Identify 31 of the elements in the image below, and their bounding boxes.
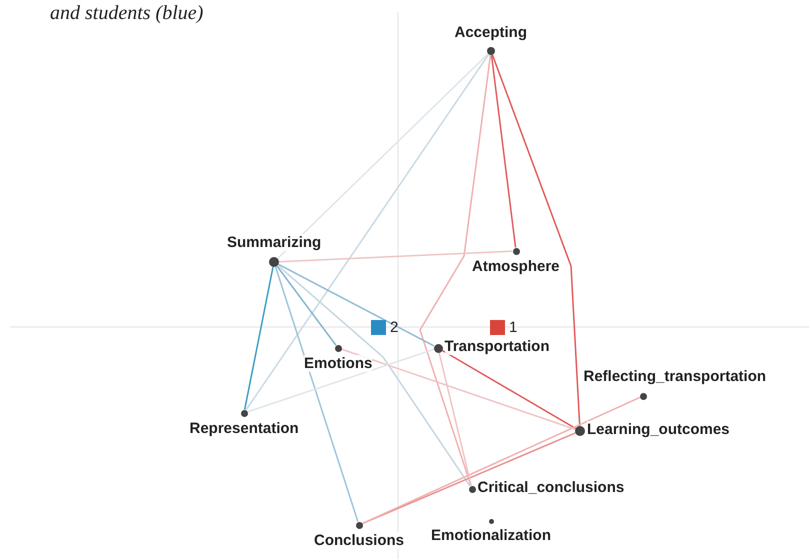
network-line (277, 53, 489, 260)
network-line (244, 266, 274, 410)
network-line (278, 264, 434, 347)
network-line (277, 264, 471, 487)
network-line (278, 250, 513, 263)
node-label: Atmosphere (472, 258, 560, 274)
node-label: Reflecting_transportation (584, 368, 766, 384)
network-line (438, 352, 472, 486)
network-line (362, 432, 576, 524)
network-line (276, 266, 337, 346)
node-label: Emotionalization (431, 526, 551, 544)
node-label: Representation (190, 420, 299, 436)
legend-label: 1 (509, 319, 518, 336)
network-line (341, 348, 576, 430)
legend-label: 2 (390, 319, 398, 336)
network-line (419, 54, 492, 486)
node-label: Learning_outcomes (587, 420, 730, 438)
network-line (490, 54, 516, 248)
network-line (492, 54, 580, 426)
caption-text: and students (blue) (50, 2, 204, 25)
node-label: Critical_conclusions (478, 478, 624, 496)
node-label: Conclusions (314, 532, 404, 548)
network-line (245, 54, 490, 411)
network-line (442, 350, 576, 430)
network-line (247, 348, 434, 413)
node-label: Accepting (454, 24, 528, 41)
node-label: Summarizing (227, 234, 322, 251)
network-line (362, 396, 640, 524)
node-label: Emotions (304, 354, 372, 372)
network-line (274, 266, 359, 522)
node-label: Transportation (444, 338, 550, 354)
